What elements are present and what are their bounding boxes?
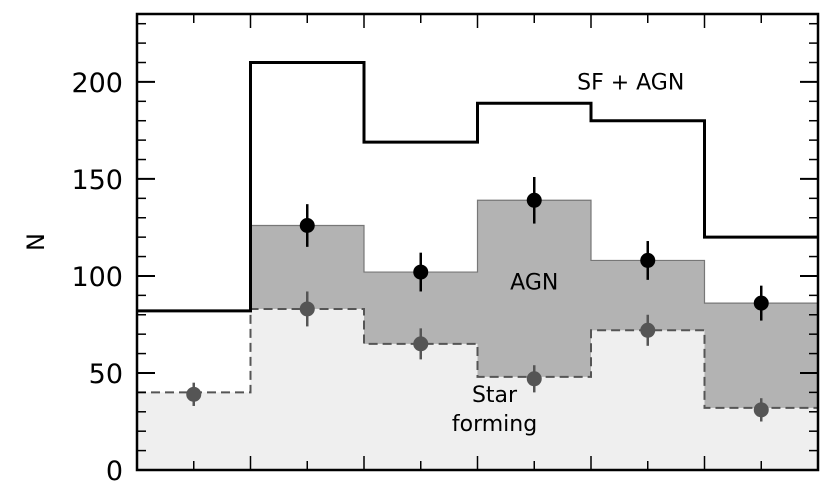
star-forming-bar [364, 343, 478, 470]
annotation-label: Star [472, 383, 518, 408]
annotation-label: SF + AGN [577, 71, 684, 96]
data-point [640, 322, 656, 338]
data-point [526, 371, 542, 387]
y-axis-label: N [22, 233, 50, 251]
star-forming-edge-layer [137, 307, 818, 409]
data-point [299, 301, 315, 317]
annotation-label: forming [452, 412, 537, 437]
axis-ticks-layer [137, 14, 818, 471]
annotation-layer: SF + AGN AGN Star forming [452, 71, 684, 438]
star-forming-bar [591, 330, 705, 470]
data-point [640, 252, 656, 268]
y-tick-label: 100 [71, 262, 123, 293]
data-point [753, 402, 769, 418]
data-point [186, 386, 202, 402]
data-point [413, 336, 429, 352]
sf-agn-outline [137, 61, 818, 313]
data-point [526, 192, 542, 208]
y-tick-labels: 0 50 100 150 200 [71, 68, 123, 484]
data-point [299, 218, 315, 234]
sf-agn-outline-layer [137, 61, 818, 313]
y-tick-label: 0 [106, 456, 123, 484]
y-tick-label: 150 [71, 165, 123, 196]
data-point [753, 295, 769, 311]
y-tick-label: 200 [71, 68, 123, 99]
star-forming-bar [250, 308, 364, 470]
data-points-layer [186, 176, 769, 422]
star-forming-fill-layer [137, 308, 818, 470]
annotation-label: AGN [510, 271, 558, 296]
star-forming-bar [477, 376, 591, 470]
y-tick-label: 50 [89, 359, 123, 390]
data-point [413, 264, 429, 280]
star-forming-outline [137, 307, 818, 409]
